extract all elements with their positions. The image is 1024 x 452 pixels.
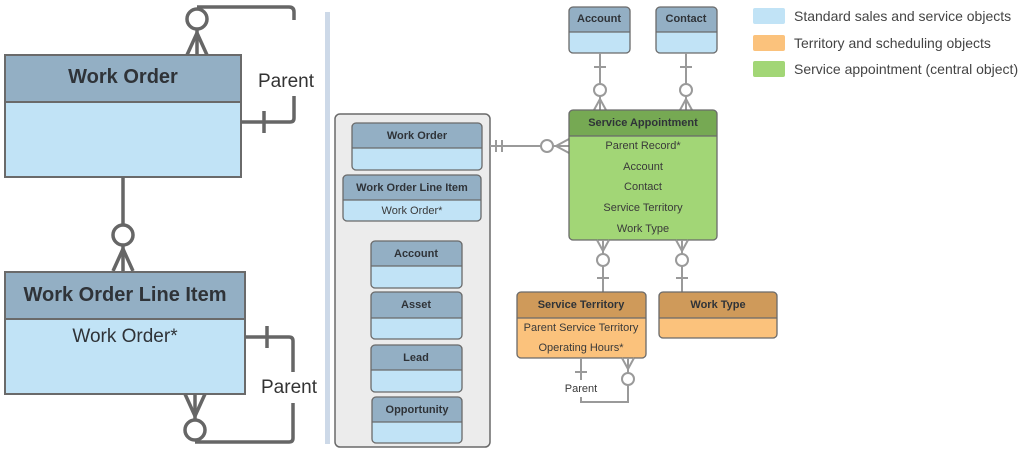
object-title: Account — [577, 13, 621, 25]
object-title: Account — [394, 248, 438, 260]
group-object-work-order: Work Order — [351, 122, 483, 171]
group-object-lead: Lead — [370, 344, 463, 393]
object-contact: Contact — [655, 6, 718, 54]
zero-marker — [593, 83, 607, 97]
service-territory-entity: Service Territory Parent Service Territo… — [516, 291, 647, 359]
entity-field: Parent Record* — [605, 140, 681, 152]
object-title: Contact — [666, 13, 707, 25]
service-territory-parent-relationship: Parent — [565, 357, 635, 403]
group-object-asset: Asset — [370, 291, 463, 340]
legend-label: Service appointment (central object) — [794, 61, 1018, 77]
legend-label: Standard sales and service objects — [794, 8, 1011, 24]
object-title: Work Order — [387, 130, 448, 142]
crowfoot-marker — [593, 98, 601, 111]
legend-item: Standard sales and service objects — [753, 8, 1011, 24]
parent-record-relationship — [490, 138, 570, 154]
work-order-parent-relationship: Parent — [185, 5, 315, 133]
legend-swatch — [753, 8, 785, 24]
object-title: Work Order Line Item — [356, 182, 468, 194]
parent-label: Parent — [258, 71, 315, 92]
group-object-account: Account — [370, 240, 463, 289]
zero-marker — [675, 253, 689, 267]
zero-marker — [111, 223, 135, 247]
entity-field: Parent Service Territory — [524, 322, 639, 334]
left-work-order-entity: Work Order — [4, 54, 242, 178]
crowfoot-marker — [675, 239, 683, 252]
parent-label: Parent — [565, 383, 597, 395]
entity-title: Service Territory — [538, 299, 626, 311]
legend: Standard sales and service objects Terri… — [753, 8, 1018, 77]
group-object-work-order-line-item: Work Order Line Item Work Order* — [342, 174, 482, 222]
service-territory-relationship — [596, 239, 610, 292]
legend-item: Territory and scheduling objects — [753, 35, 991, 51]
entity-title: Work Type — [690, 299, 745, 311]
zero-marker — [540, 139, 554, 153]
work-type-entity: Work Type — [658, 291, 778, 339]
legend-swatch — [753, 35, 785, 51]
entity-title: Work Order — [68, 66, 178, 88]
zero-marker — [183, 418, 207, 442]
contact-relationship — [679, 53, 693, 111]
service-appointment-entity: Service Appointment Parent Record* Accou… — [568, 109, 718, 241]
zero-marker — [621, 372, 635, 386]
crowfoot-marker — [185, 32, 199, 56]
entity-field: Operating Hours* — [539, 342, 625, 354]
entity-field: Service Territory — [603, 202, 683, 214]
work-type-relationship — [675, 239, 689, 292]
crowfoot-marker — [183, 393, 197, 417]
work-order-to-line-item-relationship — [111, 177, 135, 272]
legend-item: Service appointment (central object) — [753, 61, 1018, 77]
entity-header — [5, 55, 241, 102]
line-item-parent-relationship: Parent — [183, 326, 318, 444]
object-title: Asset — [401, 299, 431, 311]
section-divider — [325, 12, 330, 444]
zero-marker — [596, 253, 610, 267]
group-object-opportunity: Opportunity — [371, 396, 463, 444]
entity-title: Work Order Line Item — [23, 284, 226, 306]
crowfoot-marker — [621, 357, 629, 370]
crowfoot-marker — [555, 138, 570, 147]
left-work-order-line-item-entity: Work Order Line Item Work Order* — [4, 271, 246, 395]
entity-body — [5, 102, 241, 177]
zero-marker — [679, 83, 693, 97]
entity-field: Work Type — [617, 223, 669, 235]
crowfoot-marker — [111, 248, 125, 272]
entity-field: Work Order* — [72, 326, 178, 347]
entity-title: Service Appointment — [588, 117, 698, 129]
object-title: Lead — [403, 352, 429, 364]
zero-marker — [185, 7, 209, 31]
object-field: Work Order* — [382, 205, 444, 217]
crowfoot-marker — [596, 239, 604, 252]
legend-swatch — [753, 61, 785, 77]
parent-record-group: Work Order Work Order Line Item Work Ord… — [334, 113, 491, 448]
entity-field: Contact — [624, 181, 662, 193]
crowfoot-marker — [679, 98, 687, 111]
object-title: Opportunity — [386, 404, 450, 416]
entity-field: Account — [623, 161, 663, 173]
parent-label: Parent — [261, 377, 318, 398]
legend-label: Territory and scheduling objects — [794, 35, 991, 51]
object-account: Account — [568, 6, 631, 54]
account-relationship — [593, 53, 607, 111]
